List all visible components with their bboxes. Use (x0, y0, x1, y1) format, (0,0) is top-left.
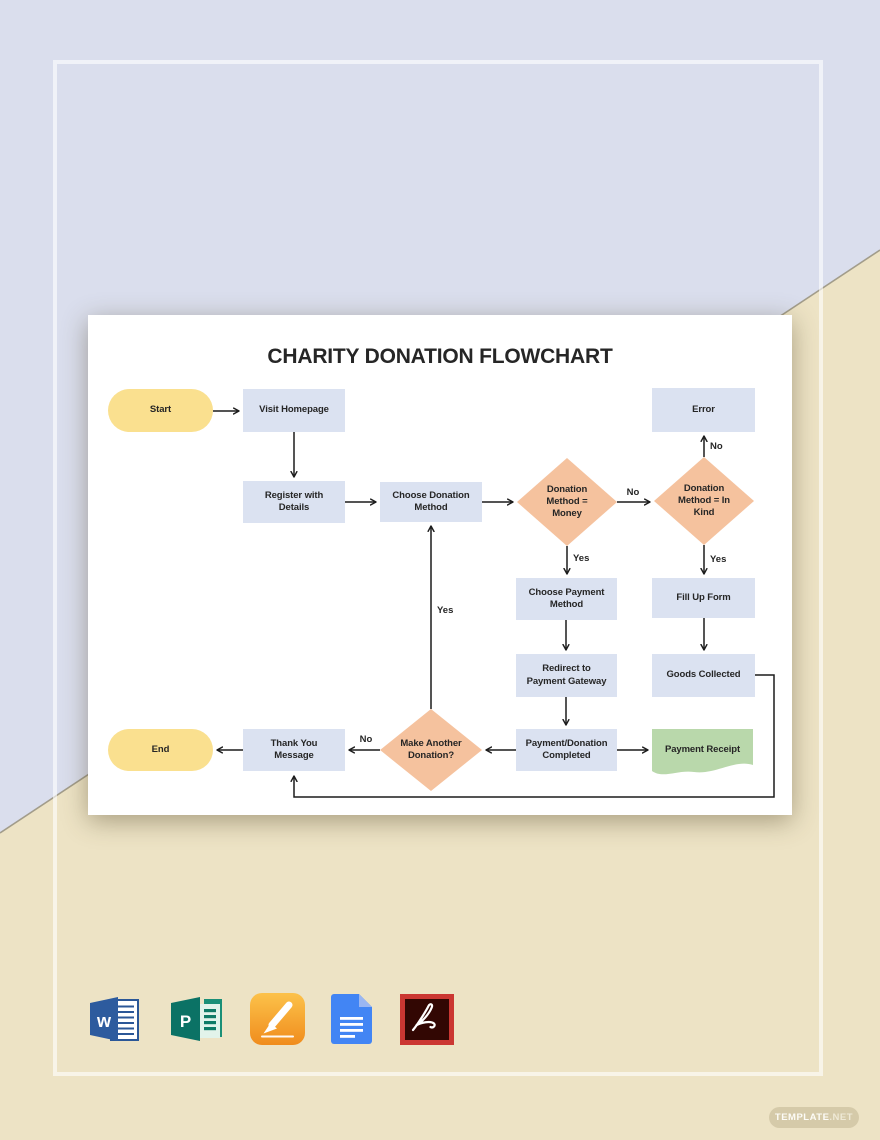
pen-glyph (268, 1001, 293, 1029)
node-register: Register with Details (264, 489, 324, 513)
microsoft-publisher-icon[interactable]: P (169, 995, 225, 1043)
edge-label-in-kind-yes: Yes (710, 554, 727, 565)
node-visit-homepage: Visit Homepage (259, 404, 329, 416)
arrow-goods-loop-to-thank-you (294, 674, 775, 798)
flowchart-card: CHARITY DONATION FLOWCHART (88, 315, 792, 815)
node-make-another: Make Another Donation? (400, 737, 462, 761)
flow-shapes (108, 388, 755, 791)
template-net-watermark: TEMPLATE.NET (769, 1107, 859, 1128)
payment-completed-shape (516, 729, 617, 771)
publisher-letter: P (180, 1012, 191, 1031)
payment-receipt-document-shape (652, 729, 753, 775)
start-terminator-shape (108, 389, 213, 432)
node-method-money: Donation Method = Money (546, 483, 588, 520)
choose-payment-shape (516, 578, 617, 620)
acrobat-loop-glyph (411, 1003, 436, 1032)
method-money-diamond (517, 458, 617, 546)
redirect-gateway-shape (516, 654, 617, 697)
google-docs-icon[interactable] (331, 994, 372, 1044)
visit-homepage-shape (243, 389, 345, 432)
node-end: End (151, 743, 170, 755)
error-shape (652, 388, 755, 432)
node-fill-up-form: Fill Up Form (676, 591, 731, 603)
adobe-acrobat-icon[interactable] (400, 994, 454, 1045)
edge-label-money-yes: Yes (573, 553, 590, 564)
node-method-in-kind: Donation Method = In Kind (678, 482, 730, 519)
node-choose-payment: Choose Payment Method (528, 586, 605, 610)
node-error: Error (692, 403, 715, 415)
register-shape (243, 481, 345, 523)
edge-label-loop-yes: Yes (437, 605, 454, 616)
word-letter: w (96, 1011, 112, 1031)
make-another-diamond (380, 709, 482, 791)
node-choose-donation: Choose Donation Method (392, 489, 470, 513)
microsoft-word-icon[interactable]: w (88, 995, 140, 1043)
goods-collected-shape (652, 654, 755, 697)
thank-you-shape (243, 729, 345, 771)
inner-white-frame (53, 60, 823, 1076)
node-payment-completed: Payment/Donation Completed (525, 737, 608, 761)
node-goods-collected: Goods Collected (666, 669, 741, 681)
method-in-kind-diamond (654, 457, 754, 545)
edge-label-in-kind-to-error: No (710, 441, 723, 452)
edge-label-make-another-no: No (359, 734, 373, 745)
watermark-brand: TEMPLATE (774, 1112, 830, 1123)
end-terminator-shape (108, 729, 213, 771)
edge-label-money-to-in-kind: No (626, 487, 640, 498)
watermark-suffix: .NET (829, 1112, 854, 1123)
node-redirect-gateway: Redirect to Payment Gateway (526, 663, 607, 687)
node-thank-you: Thank You Message (270, 737, 318, 761)
flowchart-canvas (108, 388, 775, 798)
node-start: Start (149, 404, 172, 416)
page-title: CHARITY DONATION FLOWCHART (267, 345, 613, 368)
node-payment-receipt: Payment Receipt (664, 743, 741, 755)
apple-pages-icon[interactable] (250, 993, 305, 1045)
fill-up-form-shape (652, 578, 755, 618)
choose-donation-shape (380, 482, 482, 522)
flow-arrows (213, 411, 775, 798)
